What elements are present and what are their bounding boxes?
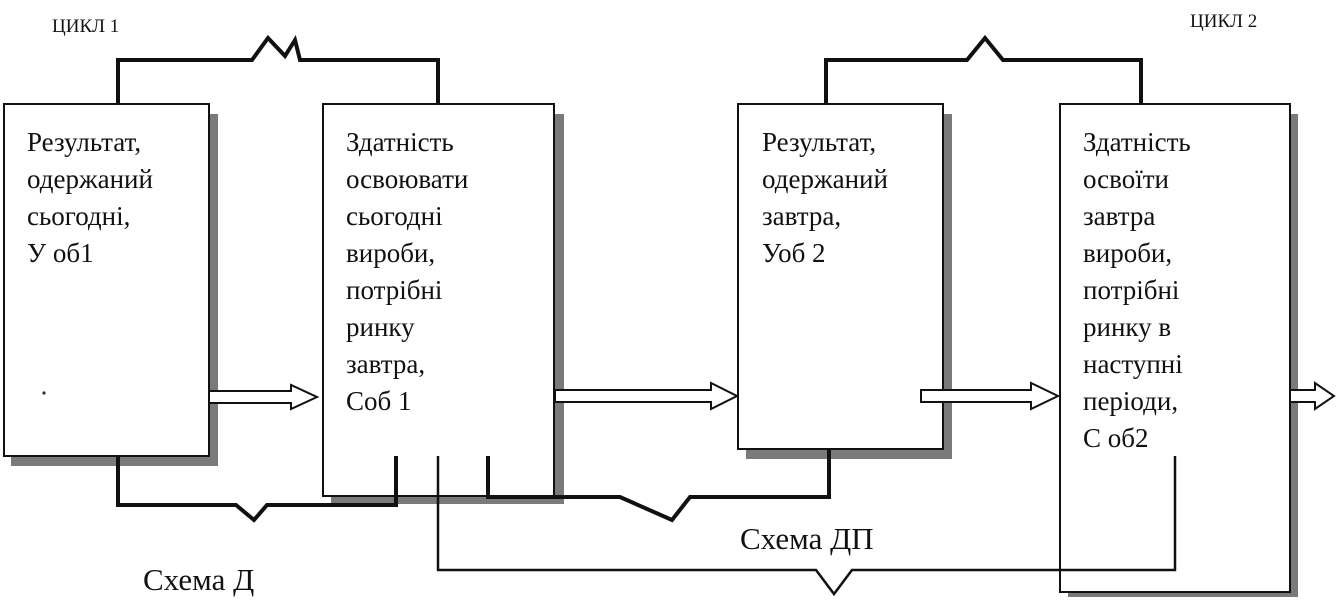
box-result-tomorrow bbox=[737, 103, 944, 450]
box-ability-tomorrow-text: Здатність освоїти завтра вироби, потрібн… bbox=[1083, 127, 1197, 453]
box-1-line-3: сьогодні, bbox=[27, 201, 130, 231]
scheme-d-connector bbox=[116, 456, 398, 523]
scheme-dp-connector bbox=[486, 449, 831, 523]
box-3-line-3: завтра, bbox=[762, 201, 841, 231]
long-bottom-loop bbox=[436, 456, 1177, 597]
box-3-line-4: Уоб 2 bbox=[762, 238, 826, 268]
box-2-line-4: вироби, bbox=[346, 238, 435, 268]
box-3-line-1: Результат, bbox=[762, 127, 876, 157]
box-ability-today-text: Здатність освоювати сьогодні вироби, пот… bbox=[346, 127, 475, 416]
arrow-box1-to-box2 bbox=[208, 383, 320, 411]
box-4-line-7: наступні bbox=[1083, 349, 1183, 379]
box-2-line-7: завтра, bbox=[346, 349, 425, 379]
box-ability-today bbox=[322, 103, 555, 497]
box-4-line-4: вироби, bbox=[1083, 238, 1172, 268]
box-4-line-2: освоїти bbox=[1083, 164, 1169, 194]
stray-mark bbox=[42, 391, 46, 395]
cycle-2-loop bbox=[824, 34, 1143, 104]
scheme-dp-label: Схема ДП bbox=[740, 521, 874, 556]
box-2-line-1: Здатність bbox=[346, 127, 454, 157]
box-1-line-2: одержаний bbox=[27, 164, 153, 194]
scheme-d-label: Схема Д bbox=[143, 562, 254, 597]
box-4-line-5: потрібні bbox=[1083, 275, 1179, 305]
box-4-line-1: Здатність bbox=[1083, 127, 1191, 157]
arrow-box2-to-box3 bbox=[554, 381, 740, 411]
box-4-line-8: періоди, bbox=[1083, 386, 1178, 416]
box-1-line-1: Результат, bbox=[27, 127, 141, 157]
box-result-tomorrow-text: Результат, одержаний завтра, Уоб 2 bbox=[762, 127, 895, 268]
box-4-line-6: ринку в bbox=[1083, 312, 1171, 342]
box-2-line-3: сьогодні bbox=[346, 201, 443, 231]
box-result-today-text: Результат, одержаний сьогодні, У об1 bbox=[27, 127, 160, 268]
arrow-box4-out bbox=[1289, 381, 1336, 411]
box-2-line-8: Соб 1 bbox=[346, 386, 412, 416]
cycle-2-label: ЦИКЛ 2 bbox=[1190, 11, 1257, 32]
box-2-line-5: потрібні bbox=[346, 275, 442, 305]
box-3-line-2: одержаний bbox=[762, 164, 888, 194]
box-4-line-3: завтра bbox=[1083, 201, 1155, 231]
box-2-line-2: освоювати bbox=[346, 164, 468, 194]
cycle-1-loop bbox=[116, 34, 440, 104]
arrow-box3-to-box4 bbox=[920, 381, 1061, 411]
box-2-line-6: ринку bbox=[346, 312, 415, 342]
box-1-line-4: У об1 bbox=[27, 238, 94, 268]
box-4-line-9: С об2 bbox=[1083, 423, 1149, 453]
cycle-1-label: ЦИКЛ 1 bbox=[52, 16, 119, 37]
box-result-today bbox=[3, 103, 210, 457]
